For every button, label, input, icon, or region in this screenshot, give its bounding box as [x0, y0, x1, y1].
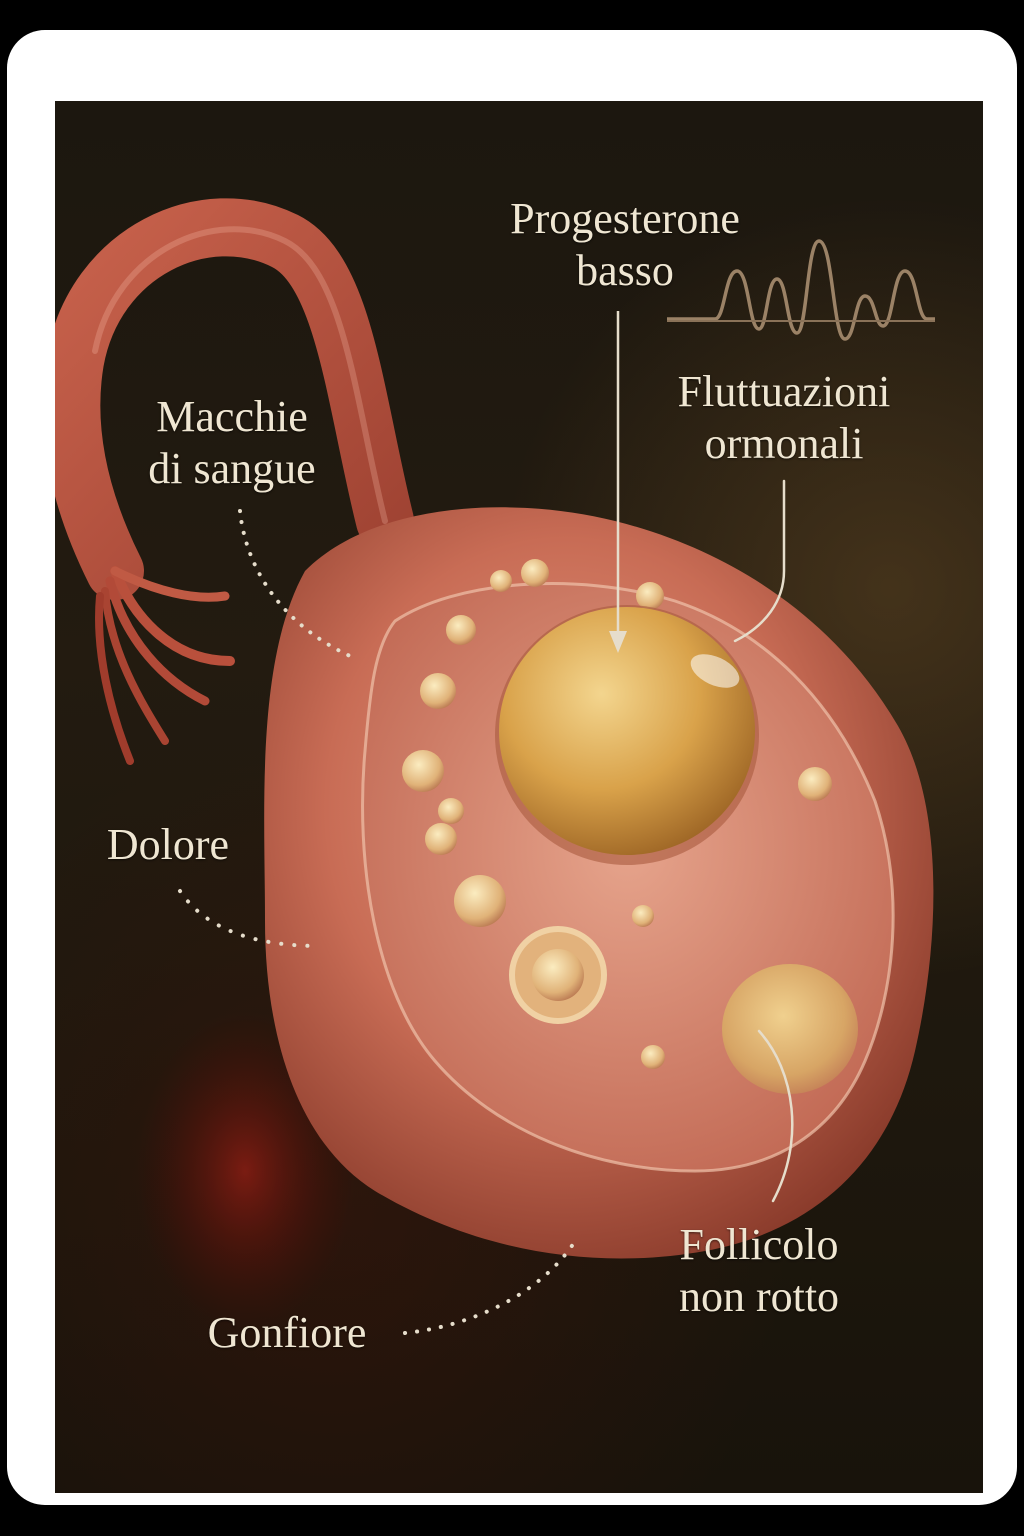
- fluctuations-pointer: [733, 479, 786, 643]
- label-bloating: Gonfiore: [187, 1307, 387, 1359]
- label-line: Follicolo: [679, 1220, 839, 1269]
- label-line: di sangue: [148, 444, 316, 493]
- label-unruptured-follicle: Follicolo non rotto: [649, 1219, 869, 1323]
- hormone-wave-icon: [667, 239, 935, 341]
- arrow-down-icon: [609, 311, 627, 653]
- illustration-panel: Progesterone basso Fluttuazioni ormonali…: [55, 101, 983, 1493]
- label-line: basso: [576, 246, 674, 295]
- label-line: non rotto: [678, 1272, 840, 1321]
- follicle-pointer: [757, 1029, 794, 1203]
- label-line: Progesterone: [510, 194, 740, 243]
- label-line: Macchie: [156, 392, 308, 441]
- label-line: ormonali: [704, 419, 864, 468]
- bloating-pointer: [403, 1236, 579, 1335]
- label-line: Dolore: [106, 820, 230, 869]
- label-spotting: Macchie di sangue: [117, 391, 347, 495]
- secondary-follicle: [722, 964, 858, 1094]
- label-hormonal-fluctuations: Fluttuazioni ormonali: [653, 366, 915, 470]
- label-pain: Dolore: [93, 819, 243, 871]
- pain-pointer: [178, 889, 322, 948]
- label-line: Fluttuazioni: [677, 367, 891, 416]
- small-follicles: [402, 559, 832, 1069]
- ovary-illustration: [55, 198, 935, 1335]
- label-progesterone-low: Progesterone basso: [465, 193, 785, 297]
- card-frame: Progesterone basso Fluttuazioni ormonali…: [7, 30, 1017, 1505]
- dominant-follicle: [495, 605, 759, 865]
- fallopian-tube: [55, 198, 414, 765]
- label-line: Gonfiore: [207, 1308, 367, 1357]
